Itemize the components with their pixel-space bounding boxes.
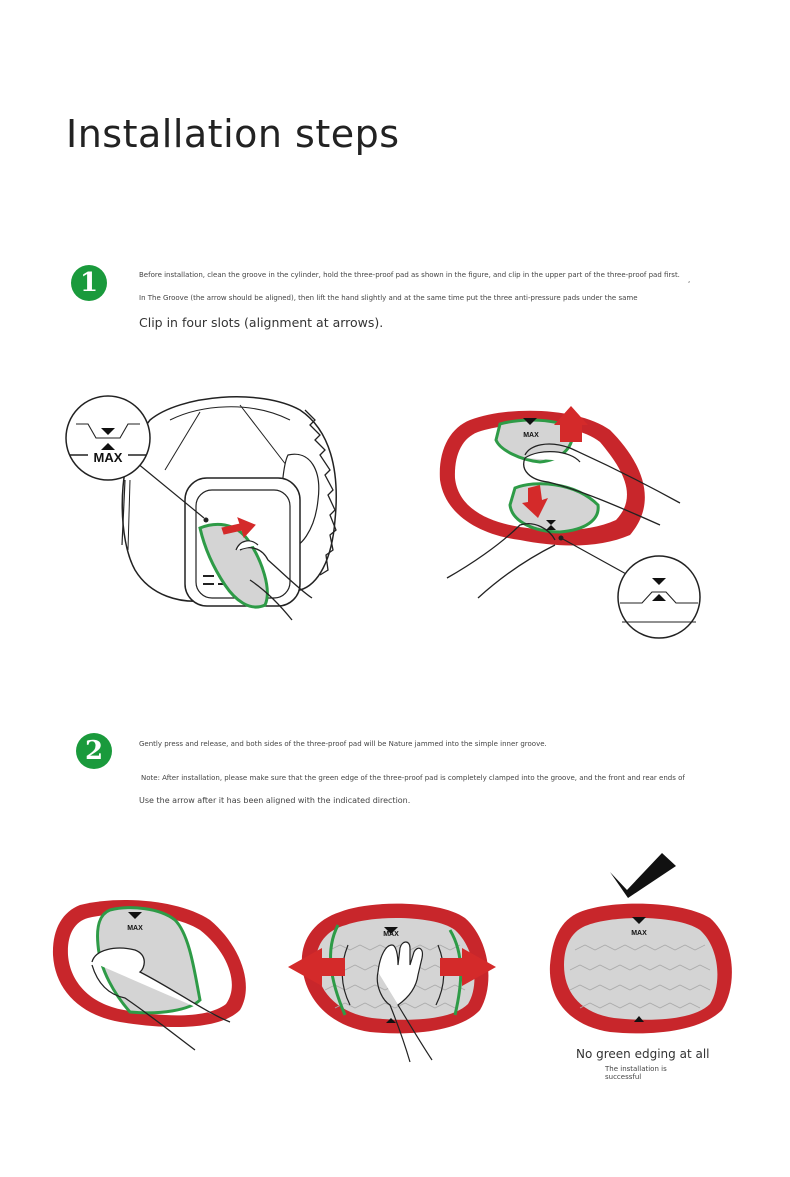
step-2-badge: 2 (76, 733, 112, 769)
max-label-pad-2: MAX (127, 925, 143, 932)
step-1-text-line-2: In The Groove (the arrow should be align… (139, 294, 638, 302)
result-note-line-2: successful (605, 1073, 642, 1081)
step-1-badge: 1 (71, 265, 107, 301)
max-label-pad-1: MAX (523, 432, 539, 439)
max-label-pad-3: MAX (383, 931, 399, 938)
result-caption: No green edging at all (576, 1047, 710, 1061)
checkmark-icon (610, 853, 676, 898)
step-2-text-line-2: Note: After installation, please make su… (141, 774, 685, 782)
page-title: Installation steps (66, 112, 400, 156)
step-1-comma: , (688, 276, 691, 284)
step-2-text-line-3: Use the arrow after it has been aligned … (139, 796, 411, 805)
result-note-line-1: The installation is (605, 1065, 667, 1073)
max-label-magnifier-1: MAX (94, 450, 123, 465)
max-label-pad-4: MAX (631, 930, 647, 937)
result-note: The installation is successful (605, 1065, 667, 1081)
step-1-text-line-3: Clip in four slots (alignment at arrows)… (139, 315, 384, 330)
step-1-text-line-1: Before installation, clean the groove in… (139, 271, 680, 279)
step-2-text-line-1: Gently press and release, and both sides… (139, 740, 547, 748)
